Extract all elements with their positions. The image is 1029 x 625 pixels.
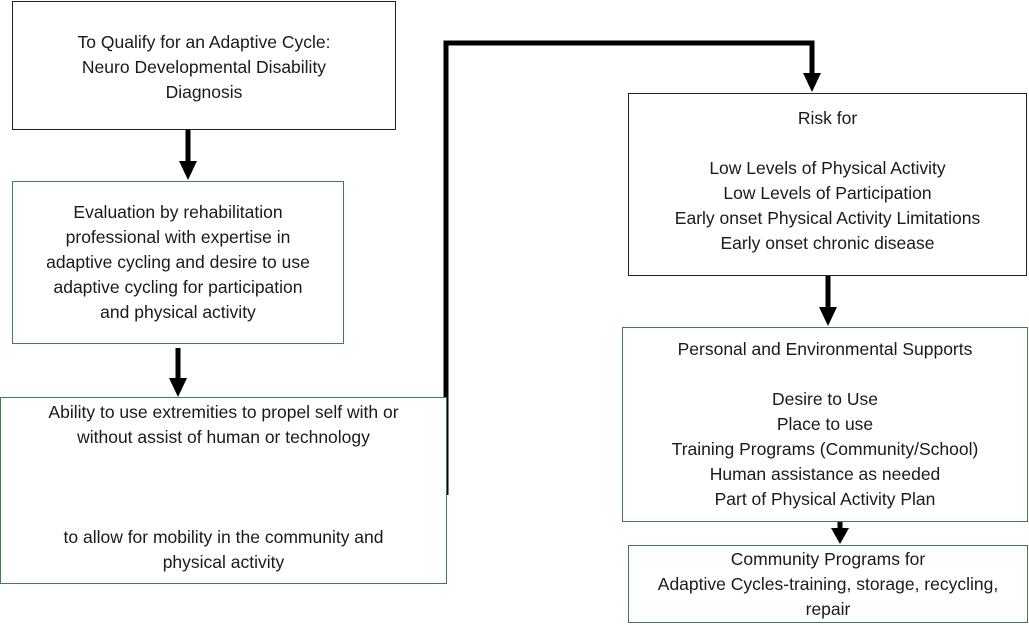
supports-line: Part of Physical Activity Plan: [714, 489, 936, 509]
community-line: repair: [805, 599, 851, 619]
evaluation-line: professional with expertise in: [65, 227, 291, 247]
spacer: [1, 475, 446, 500]
risk-line: Low Levels of Participation: [723, 183, 932, 203]
ability-box: Ability to use extremities to propel sel…: [0, 397, 447, 584]
arrow-evaluation-to-ability: [169, 348, 187, 397]
qualify-line: Neuro Developmental Disability: [81, 57, 327, 77]
spacer: [629, 131, 1026, 156]
supports-box: Personal and Environmental Supports Desi…: [622, 327, 1028, 522]
ability-line: without assist of human or technology: [77, 427, 370, 447]
evaluation-line: and physical activity: [100, 302, 256, 322]
risk-box: Risk for Low Levels of Physical Activity…: [628, 93, 1027, 276]
spacer: [623, 362, 1027, 387]
supports-heading: Personal and Environmental Supports: [677, 339, 973, 359]
supports-line: Human assistance as needed: [709, 464, 941, 484]
arrow-risk-to-supports: [819, 276, 837, 326]
evaluation-line: adaptive cycling and desire to use: [46, 252, 310, 272]
spacer: [1, 450, 446, 475]
evaluation-line: adaptive cycling for participation: [53, 277, 303, 297]
ability-line: to allow for mobility in the community a…: [63, 527, 384, 547]
qualify-line: To Qualify for an Adaptive Cycle:: [77, 32, 331, 52]
evaluation-line: Evaluation by rehabilitation: [73, 202, 283, 222]
arrow-qualify-to-evaluation: [179, 130, 197, 180]
community-box: Community Programs for Adaptive Cycles-t…: [628, 545, 1028, 623]
community-line: Community Programs for: [730, 549, 926, 569]
ability-line: Ability to use extremities to propel sel…: [48, 402, 399, 422]
supports-line: Desire to Use: [771, 389, 878, 409]
risk-line: Low Levels of Physical Activity: [709, 158, 946, 178]
evaluation-box: Evaluation by rehabilitation professiona…: [12, 181, 344, 344]
spacer: [1, 500, 446, 525]
risk-line: Early onset Physical Activity Limitation…: [674, 208, 981, 228]
supports-line: Training Programs (Community/School): [671, 439, 979, 459]
ability-line: physical activity: [162, 552, 285, 572]
risk-line: Early onset chronic disease: [720, 233, 935, 253]
arrow-supports-to-community: [831, 522, 849, 544]
supports-line: Place to use: [776, 414, 874, 434]
risk-heading: Risk for: [797, 108, 858, 128]
community-line: Adaptive Cycles-training, storage, recyc…: [657, 574, 999, 594]
qualify-line: Diagnosis: [165, 82, 243, 102]
qualify-box: To Qualify for an Adaptive Cycle: Neuro …: [12, 1, 396, 130]
